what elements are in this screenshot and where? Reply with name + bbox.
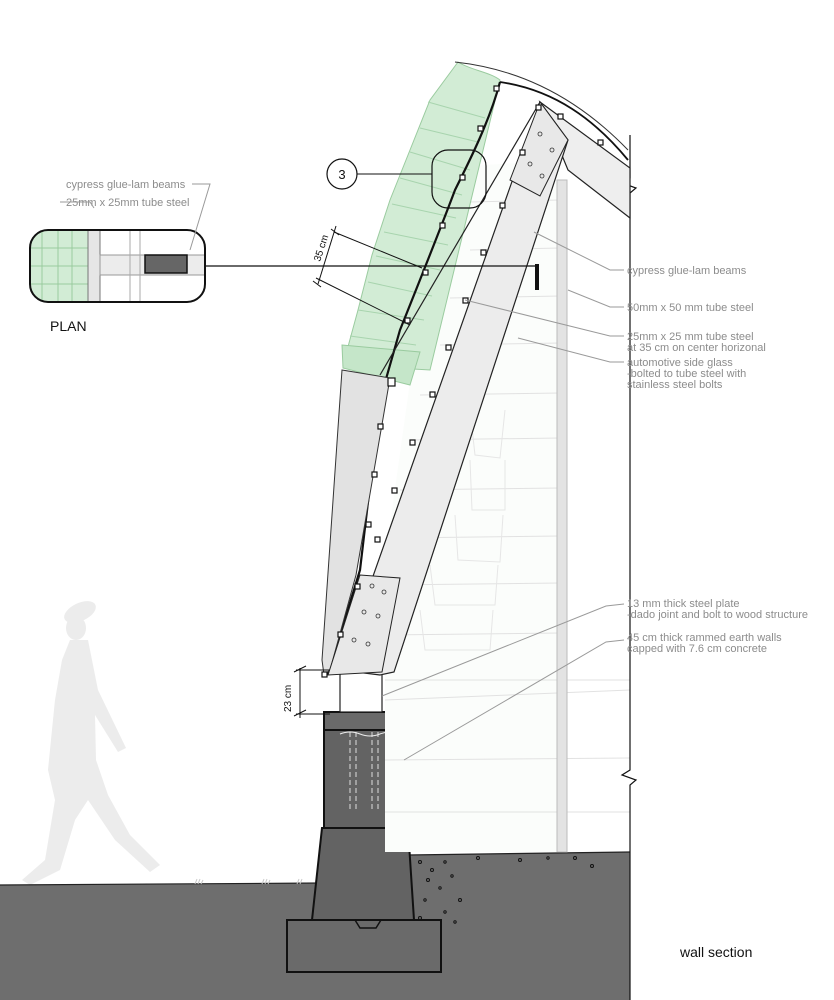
bolt-holes: [351, 131, 555, 647]
dimension-35cm: [312, 225, 423, 326]
callout-glass-line3: stainless steel bolts: [627, 379, 723, 391]
plan-beam-section: [144, 254, 188, 274]
concrete-footing: [286, 827, 442, 973]
callout-glue-lam-beams: cypress glue-lam beams: [627, 265, 747, 277]
dimension-23cm: [293, 665, 330, 718]
dimension-23cm-text: 23 cm: [283, 685, 294, 712]
drawing-title: wall section: [679, 944, 752, 960]
callout-glass-line1: automotive side glass: [627, 357, 733, 369]
human-figure-silhouette: [22, 601, 160, 885]
plan-callout-beams: cypress glue-lam beams: [66, 179, 186, 191]
callout-steel-plate-line1: 13 mm thick steel plate: [627, 598, 740, 610]
callout-rammed-earth-line1: 45 cm thick rammed earth walls: [627, 632, 782, 644]
grass-tufts: [194, 878, 303, 885]
plan-cut-marker: [535, 264, 539, 290]
detail-callout-3[interactable]: 3: [326, 149, 487, 209]
glass-frame-line: [326, 81, 502, 676]
callout-glass-line2: -bolted to tube steel with: [627, 368, 746, 380]
curved-glass-panels: [341, 61, 501, 386]
callout-steel-plate-line2: -dado joint and bolt to wood structure: [627, 609, 808, 621]
plan-callout-tube: 25mm x 25mm tube steel: [66, 197, 190, 209]
tube-steel-squares: [321, 85, 604, 678]
gravel-speckles: [418, 856, 594, 924]
callout-tube-steel-25mm-line2: at 35 cm on center horizonal: [627, 342, 766, 354]
ground-right: [408, 852, 630, 1000]
callout-tube-steel-50mm: 50mm x 50 mm tube steel: [627, 302, 754, 314]
callout-leaders: [381, 231, 625, 761]
plan-inset[interactable]: [29, 229, 206, 303]
callout-rammed-earth-line2: capped with 7.6 cm concrete: [627, 643, 767, 655]
steel-column-50mm: [556, 179, 568, 853]
dimension-35cm-text: 35 cm: [312, 234, 331, 263]
callout-tube-steel-25mm-line1: 25mm x 25 mm tube steel: [627, 331, 754, 343]
plan-label: PLAN: [50, 318, 87, 334]
ground-left: [0, 883, 322, 1000]
detail-marker-number: 3: [338, 167, 345, 182]
